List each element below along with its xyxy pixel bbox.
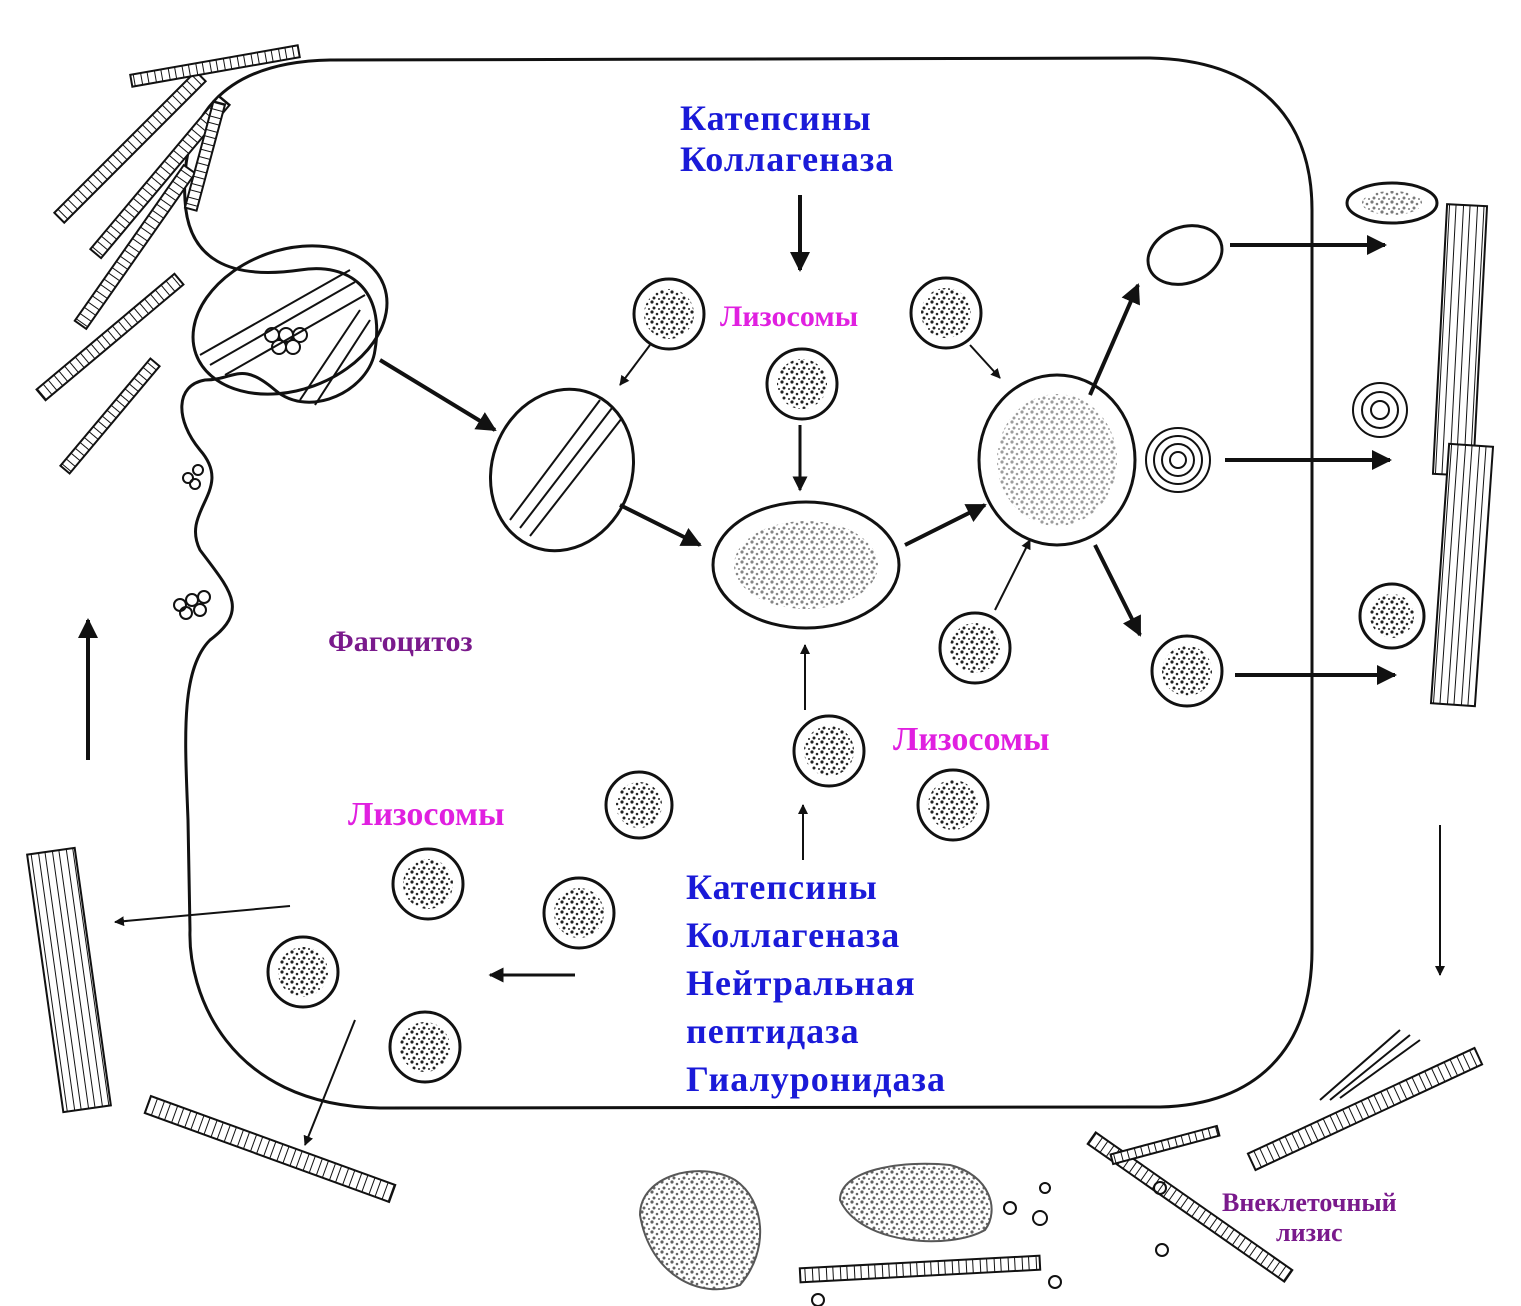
lysosome	[393, 849, 463, 919]
phagolysosome-left-fibrils	[510, 400, 622, 536]
extracellular-lysis-label: Внеклеточный лизис	[1222, 1188, 1397, 1248]
collagen-fibrils-right	[1431, 204, 1493, 706]
myelin-body	[1146, 383, 1407, 492]
lysosome	[390, 1012, 460, 1082]
enzyme-collagenase-top: Коллагеназа	[680, 139, 894, 180]
arrow	[1095, 545, 1140, 635]
lysosome	[1360, 584, 1424, 648]
fragment-body	[1140, 216, 1231, 295]
arrow	[305, 1020, 355, 1145]
enzyme-collagenase: Коллагеназа	[686, 912, 946, 960]
lysosome	[1152, 636, 1222, 706]
arrow	[115, 906, 290, 922]
lysosome	[767, 349, 837, 419]
collagen-fibrils-bottom-left	[27, 848, 395, 1202]
lysosomes-label-top: Лизосомы	[720, 300, 858, 335]
small-vesicles-left	[174, 465, 210, 619]
arrow	[620, 505, 700, 545]
lysosome	[634, 279, 704, 349]
lysosome	[918, 770, 988, 840]
arrow	[620, 345, 650, 385]
arrow	[970, 345, 1000, 378]
lysosomes-label-left: Лизосомы	[348, 795, 505, 834]
arrow	[995, 540, 1030, 610]
extracellular-lysis-line1: Внеклеточный	[1222, 1188, 1397, 1218]
enzyme-peptidase: пептидаза	[686, 1008, 946, 1056]
arrow	[380, 360, 495, 430]
enzyme-hyaluronidase: Гиалуронидаза	[686, 1056, 946, 1104]
arrow	[905, 505, 985, 545]
lysosome	[606, 772, 672, 838]
phagolysosome-left	[468, 369, 656, 571]
enzymes-top-label: Катепсины Коллагеназа	[680, 98, 894, 181]
lysosomes-label-right: Лизосомы	[893, 720, 1050, 759]
lysosome	[544, 878, 614, 948]
lysosome	[268, 937, 338, 1007]
lysosome	[794, 716, 864, 786]
collagen-fibrils-top-left	[37, 45, 300, 473]
enzyme-cathepsins-top: Катепсины	[680, 98, 894, 139]
lysosome	[940, 613, 1010, 683]
lysosome	[911, 278, 981, 348]
enzyme-neutral: Нейтральная	[686, 960, 946, 1008]
arrow	[1090, 285, 1138, 395]
extracellular-lysis-line2: лизис	[1222, 1218, 1397, 1248]
enzymes-bottom-label: Катепсины Коллагеназа Нейтральная пептид…	[686, 864, 946, 1103]
phagocytosis-label: Фагоцитоз	[328, 625, 473, 660]
enzyme-cathepsins: Катепсины	[686, 864, 946, 912]
